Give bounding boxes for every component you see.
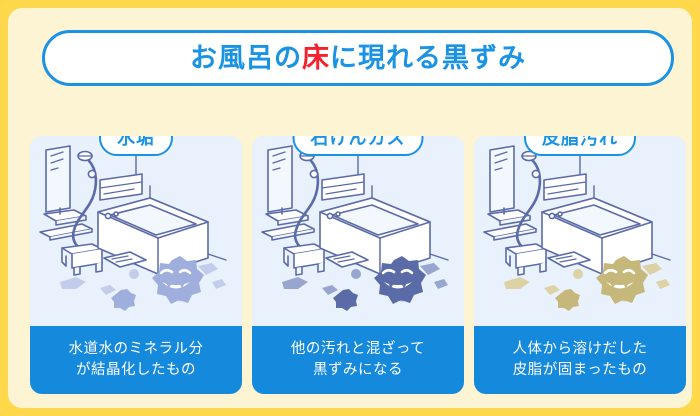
panel-soap-scum: 石けんカス bbox=[252, 136, 464, 394]
panel-header-pill-soap-scum: 石けんカス bbox=[292, 136, 424, 156]
page-title-suffix: に現れる黒ずみ bbox=[330, 42, 526, 73]
illustration-limescale bbox=[30, 136, 242, 326]
page-title-pill: お風呂の床に現れる黒ずみ bbox=[42, 30, 674, 86]
panel-caption-text: 人体から溶けだした皮脂が固まったもの bbox=[512, 340, 648, 378]
page-title-prefix: お風呂の bbox=[190, 42, 302, 73]
panel-header-pill-sebum: 皮脂汚れ bbox=[524, 136, 636, 156]
panel-header-label: 水垢 bbox=[117, 136, 155, 148]
panel-header-label: 石けんカス bbox=[310, 136, 406, 148]
illustration-sebum bbox=[474, 136, 686, 326]
panel-sebum: 皮脂汚れ bbox=[474, 136, 686, 394]
page-title: お風呂の床に現れる黒ずみ bbox=[190, 42, 526, 73]
panel-caption-soap-scum: 他の汚れと混ざって黒ずみになる bbox=[252, 326, 464, 394]
illustration-soap-scum bbox=[252, 136, 464, 326]
panel-row: 水垢 bbox=[30, 136, 686, 394]
page-title-highlight: 床 bbox=[302, 42, 330, 73]
panel-header-label: 皮脂汚れ bbox=[542, 136, 618, 148]
panel-header-pill-limescale: 水垢 bbox=[99, 136, 173, 156]
panel-caption-sebum: 人体から溶けだした皮脂が固まったもの bbox=[474, 326, 686, 394]
panel-limescale: 水垢 bbox=[30, 136, 242, 394]
page-background: お風呂の床に現れる黒ずみ 水垢 bbox=[8, 8, 692, 408]
panel-caption-limescale: 水道水のミネラル分が結晶化したもの bbox=[30, 326, 242, 394]
panel-caption-text: 他の汚れと混ざって黒ずみになる bbox=[290, 340, 426, 378]
panel-caption-text: 水道水のミネラル分が結晶化したもの bbox=[68, 340, 204, 378]
